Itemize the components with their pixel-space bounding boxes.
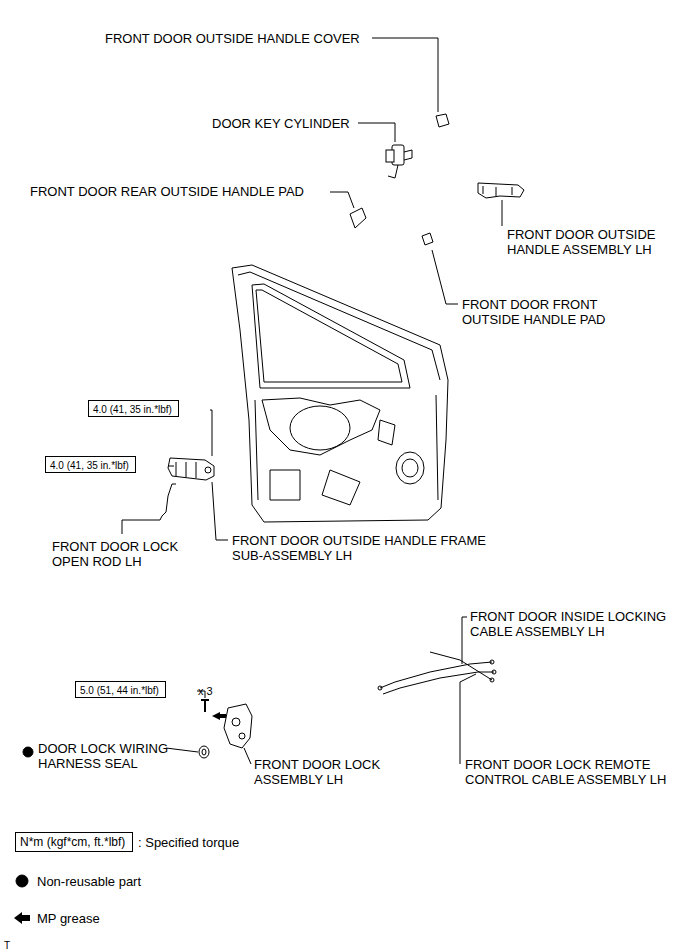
part-label: T <box>4 938 24 952</box>
legend-text: Non-reusable part <box>37 874 141 889</box>
legend-text: : Specified torque <box>138 835 239 850</box>
torque-box: 4.0 (41, 35 in.*lbf) <box>88 400 179 417</box>
part-label: FRONT DOOR OUTSIDE HANDLE ASSEMBLY LH <box>507 227 672 257</box>
torque-box: N*m (kgf*cm, ft.*lbf) <box>15 832 133 852</box>
part-label: FRONT DOOR LOCK ASSEMBLY LH <box>254 757 384 787</box>
torque-value: 4.0 (41, 35 in.*lbf) <box>50 460 129 471</box>
part-label: DOOR KEY CYLINDER <box>212 116 362 131</box>
torque-value: N*m (kgf*cm, ft.*lbf) <box>20 835 125 849</box>
legend-text: MP grease <box>37 911 100 926</box>
part-label: x 3 <box>198 684 238 699</box>
torque-box: 4.0 (41, 35 in.*lbf) <box>45 456 136 473</box>
part-label: FRONT DOOR OUTSIDE HANDLE COVER <box>105 31 375 46</box>
part-label: FRONT DOOR FRONT OUTSIDE HANDLE PAD <box>462 297 617 327</box>
part-label: FRONT DOOR INSIDE LOCKING CABLE ASSEMBLY… <box>470 609 686 639</box>
part-label: FRONT DOOR LOCK OPEN ROD LH <box>52 539 180 569</box>
part-label: FRONT DOOR LOCK REMOTE CONTROL CABLE ASS… <box>465 757 685 787</box>
part-label: DOOR LOCK WIRING HARNESS SEAL <box>38 741 170 771</box>
torque-value: 5.0 (51, 44 in.*lbf) <box>80 685 159 696</box>
part-label: FRONT DOOR REAR OUTSIDE HANDLE PAD <box>30 184 330 199</box>
torque-box: 5.0 (51, 44 in.*lbf) <box>75 681 166 698</box>
torque-value: 4.0 (41, 35 in.*lbf) <box>93 404 172 415</box>
part-label: FRONT DOOR OUTSIDE HANDLE FRAME SUB-ASSE… <box>232 533 504 563</box>
